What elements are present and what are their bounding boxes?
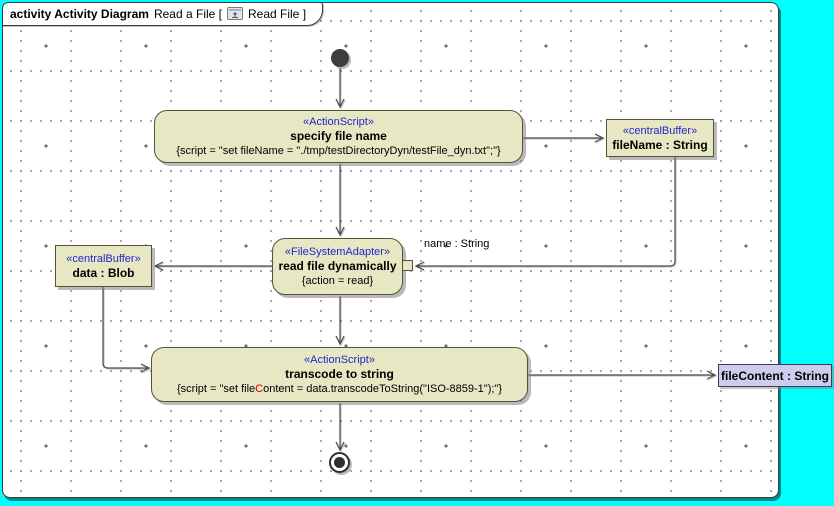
activity-final-node[interactable] — [329, 452, 350, 473]
action-transcode-to-string[interactable]: «ActionScript» transcode to string {scri… — [151, 347, 528, 402]
stereotype-label: «FileSystemAdapter» — [284, 246, 391, 258]
stereotype-label: «centralBuffer» — [622, 124, 698, 137]
action-name: read file dynamically — [278, 259, 397, 273]
stereotype-label: «centralBuffer» — [66, 252, 141, 265]
flow-filename-to-name-pin[interactable] — [414, 157, 676, 271]
central-buffer-data[interactable]: «centralBuffer» data : Blob — [55, 245, 152, 287]
action-constraint: {action = read} — [301, 275, 374, 287]
frame-name-label: Read File ] — [248, 6, 307, 21]
final-node-dot — [334, 457, 345, 468]
action-script: {script = "set fileContent = data.transc… — [177, 382, 502, 396]
action-specify-file-name[interactable]: «ActionScript» specify file name {script… — [154, 110, 523, 163]
script-suffix: ontent = data.transcodeToString("ISO-885… — [263, 383, 503, 395]
input-pin-name[interactable] — [402, 260, 413, 271]
pin-label: name : String — [424, 238, 490, 250]
script-highlight: C — [255, 383, 264, 395]
stereotype-label: «ActionScript» — [303, 116, 374, 128]
action-name: specify file name — [290, 129, 387, 143]
stereotype-label: «ActionScript» — [304, 354, 375, 366]
frame-kind-label: activity Activity Diagram — [10, 6, 149, 21]
script-prefix: {script = "set file — [176, 383, 256, 395]
flow-data-to-transcode[interactable] — [102, 287, 151, 373]
frame-context-label: Read a File [ — [153, 6, 222, 21]
central-buffer-filename[interactable]: «centralBuffer» fileName : String — [606, 119, 714, 157]
buffer-name: data : Blob — [72, 265, 135, 280]
activity-diagram-icon — [227, 7, 243, 20]
buffer-name: fileName : String — [612, 137, 708, 152]
action-script: {script = "set fileName = "./tmp/testDir… — [176, 145, 501, 157]
object-node-filecontent[interactable]: fileContent : String — [718, 364, 832, 387]
initial-node[interactable] — [331, 49, 349, 67]
action-name: transcode to string — [285, 367, 394, 381]
object-node-name: fileContent : String — [721, 368, 829, 383]
frame-header[interactable]: activity Activity Diagram Read a File [ … — [2, 2, 324, 26]
action-read-file-dynamically[interactable]: «FileSystemAdapter» read file dynamicall… — [272, 238, 403, 295]
